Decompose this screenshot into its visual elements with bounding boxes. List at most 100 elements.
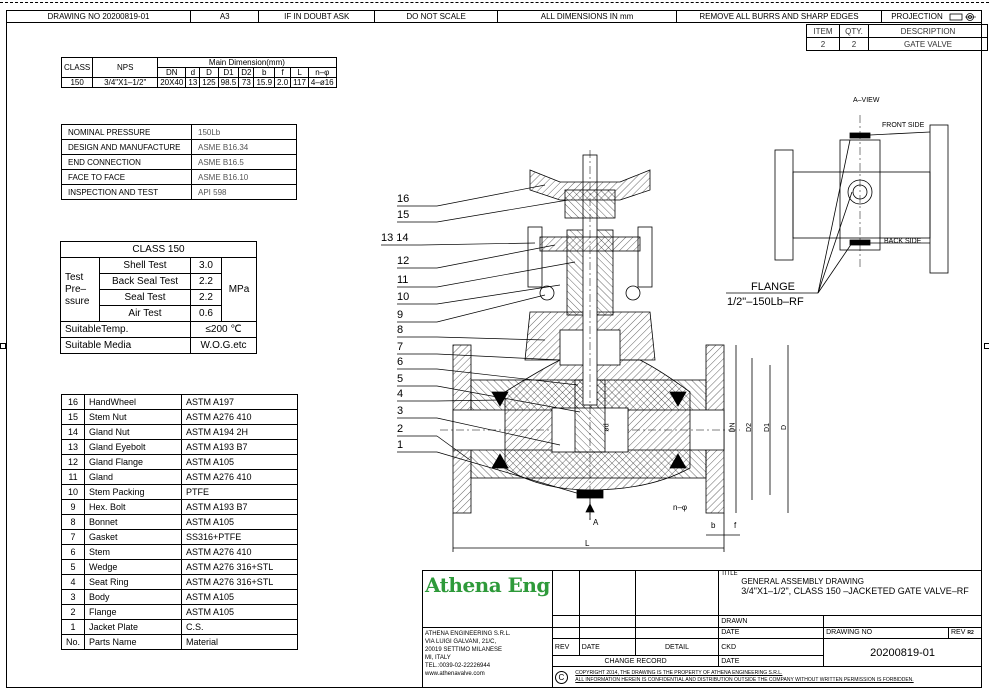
flange-leader-2 [817, 242, 853, 294]
rev-key: REV [950, 629, 966, 637]
aview-back-label: BACK SIDE [884, 238, 922, 245]
seat-ring-top-left [491, 391, 509, 407]
callout-number: 16 [397, 193, 410, 205]
seat-ring-top-right [669, 391, 687, 407]
company-logo: Athena Eng [425, 573, 550, 597]
callout-leader [436, 294, 546, 323]
hex-bolt-left [539, 285, 555, 301]
callout-number: 11 [397, 274, 409, 286]
callout-leader [436, 284, 561, 305]
seat-ring-bottom-left [491, 453, 509, 469]
header-size: A3 [190, 10, 260, 23]
stem-nut [564, 189, 616, 219]
callout-number: 6 [397, 356, 404, 368]
callout-leader [436, 417, 561, 446]
spec-key: INSPECTION AND TEST [61, 184, 192, 200]
title-line-1: GENERAL ASSEMBLY DRAWING [741, 577, 864, 586]
dim-f-label: f [734, 521, 737, 530]
right-marker [984, 343, 989, 349]
dim-d1-label: D1 [763, 423, 771, 432]
aview-left-flange [774, 149, 794, 261]
header-burrs: REMOVE ALL BURRS AND SHARP EDGES [675, 10, 883, 23]
a-view [726, 115, 949, 294]
projection-symbol-icon [949, 13, 976, 22]
header-dims: ALL DIMENSIONS IN mm [497, 10, 677, 23]
callout-leader [436, 399, 501, 402]
projection-label: PROJECTION [891, 11, 943, 21]
header-projection: PROJECTION [881, 10, 982, 23]
callout-leader [436, 184, 546, 207]
flange-spec-label: 1/2"–150Lb–RF [727, 296, 804, 308]
callout-leader [420, 242, 536, 246]
company-addr2: 20019 SETTIMO MILANESE [425, 646, 503, 653]
dim-d-label: D [781, 424, 789, 431]
callout-number: 8 [397, 324, 404, 336]
callout-leader [436, 353, 561, 361]
callout-leader [436, 336, 546, 341]
title-block: Athena Eng TITLE GENERAL ASSEMBLY DRAWIN… [422, 569, 983, 689]
callout-number: 7 [397, 341, 404, 353]
test-group-label: Test Pre– ssure [60, 257, 100, 322]
header-bar: DRAWING NO 20200819-01 A3 IF IN DOUBT AS… [5, 10, 982, 23]
left-marker [0, 343, 6, 349]
rev-value: R2 [967, 630, 974, 637]
company-name: ATHENA ENGINEERING S.R.L. [425, 630, 511, 637]
company-tel: TEL.:0039-02-22226944 [425, 662, 491, 669]
test-pressure-table: CLASS 150 Test Pre– ssure Shell Test 3.0… [60, 241, 257, 354]
header-scale: DO NOT SCALE [374, 10, 499, 23]
title-cell: TITLE GENERAL ASSEMBLY DRAWING 3/4"X1–1/… [718, 569, 982, 617]
aview-body [792, 171, 931, 239]
jacket-plate [576, 489, 604, 499]
callout-leader [436, 385, 581, 413]
dim-bore-label: ød [603, 423, 611, 432]
ckd-label: CKD [718, 638, 825, 657]
title-key: TITLE [721, 571, 738, 577]
callout-leader [436, 199, 569, 223]
handwheel [529, 169, 651, 201]
callout-leader [436, 368, 579, 386]
part-number: 3 [60, 589, 86, 605]
rev-label: REV R2 [947, 626, 983, 640]
company-addr1: VIA LUIGI GALVANI, 21/C, [425, 638, 497, 645]
flange-leader-1 [817, 139, 851, 294]
callout-leader [436, 244, 556, 269]
date-label: DATE [718, 626, 825, 640]
date3-label: DATE [718, 655, 825, 668]
dimension-table: CLASS NPS Main Dimension(mm) DN d D D1 D… [60, 57, 337, 88]
copyright-cell: C COPYRIGHT 2014, THE DRAWING IS THE PRO… [551, 666, 983, 688]
arrow-a-label: A [593, 518, 599, 527]
item-table: ITEM QTY. DESCRIPTION 2 2 GATE VALVE [806, 24, 988, 51]
callout-number: 1 [397, 439, 404, 451]
copyright-line-1: COPYRIGHT 2014, THE DRAWING IS THE PROPE… [575, 670, 783, 677]
callout-number: 3 [397, 405, 404, 417]
dim-l-label: L [585, 539, 590, 548]
part-number: No. [60, 634, 86, 650]
copyright-icon: C [554, 670, 568, 684]
val-d2: 73 [238, 77, 255, 88]
valve-body-section [440, 150, 789, 552]
val-D: 125 [199, 77, 219, 88]
hex-bolt-right [625, 285, 641, 301]
spec-value: API 598 [191, 184, 297, 200]
flange-label: FLANGE [751, 281, 796, 293]
flange-leader-3 [817, 191, 853, 294]
eyebolt-right [637, 226, 653, 288]
dim-nphi-label: n–φ [673, 503, 688, 512]
val-dn: 20X40 [157, 77, 187, 88]
val-f: 2.0 [274, 77, 292, 88]
class-value: 150 [60, 77, 94, 88]
company-web: www.athenavalve.com [425, 670, 485, 677]
drawn-label: DRAWN [718, 615, 825, 628]
desc-value: GATE VALVE [868, 37, 988, 51]
part-number: 6 [60, 544, 86, 560]
company-address: ATHENA ENGINEERING S.R.L. VIA LUIGI GALV… [422, 626, 553, 689]
val-n: 4–ø16 [307, 77, 337, 88]
callout-number: 4 [397, 388, 404, 400]
callout-number: 9 [397, 309, 404, 321]
